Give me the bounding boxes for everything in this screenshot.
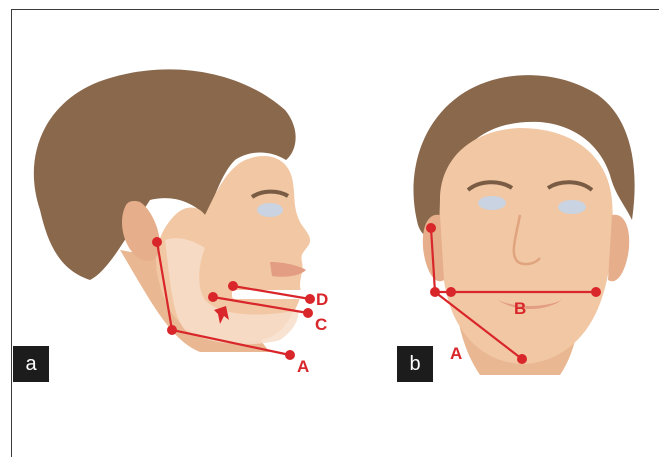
point-c-start	[208, 292, 218, 302]
label-a-panel-b: A	[450, 344, 462, 363]
point-b-right	[591, 287, 601, 297]
point-c-end	[303, 308, 313, 318]
point-b-corner	[430, 287, 440, 297]
point-b-top	[426, 223, 436, 233]
panel-b-frontal-head	[413, 75, 634, 375]
point-gonion	[167, 325, 177, 335]
point-b-mid	[446, 287, 456, 297]
point-gonion-upper	[152, 237, 162, 247]
panel-b-badge: b	[397, 346, 433, 382]
point-d-end	[305, 294, 315, 304]
label-d: D	[316, 290, 328, 309]
panel-a-badge: a	[13, 346, 49, 382]
panel-a-profile-head	[34, 69, 310, 352]
panel-b-eye-left	[478, 196, 506, 210]
label-a-panel-a: A	[297, 357, 309, 376]
panel-b-face	[440, 128, 613, 364]
point-a-panel-b-end	[517, 354, 527, 364]
label-c: C	[315, 315, 327, 334]
panel-b-eye-right	[558, 200, 586, 214]
point-a-end	[285, 350, 295, 360]
panel-a-eye	[257, 203, 283, 217]
label-b: B	[514, 299, 526, 318]
point-d-start	[228, 281, 238, 291]
